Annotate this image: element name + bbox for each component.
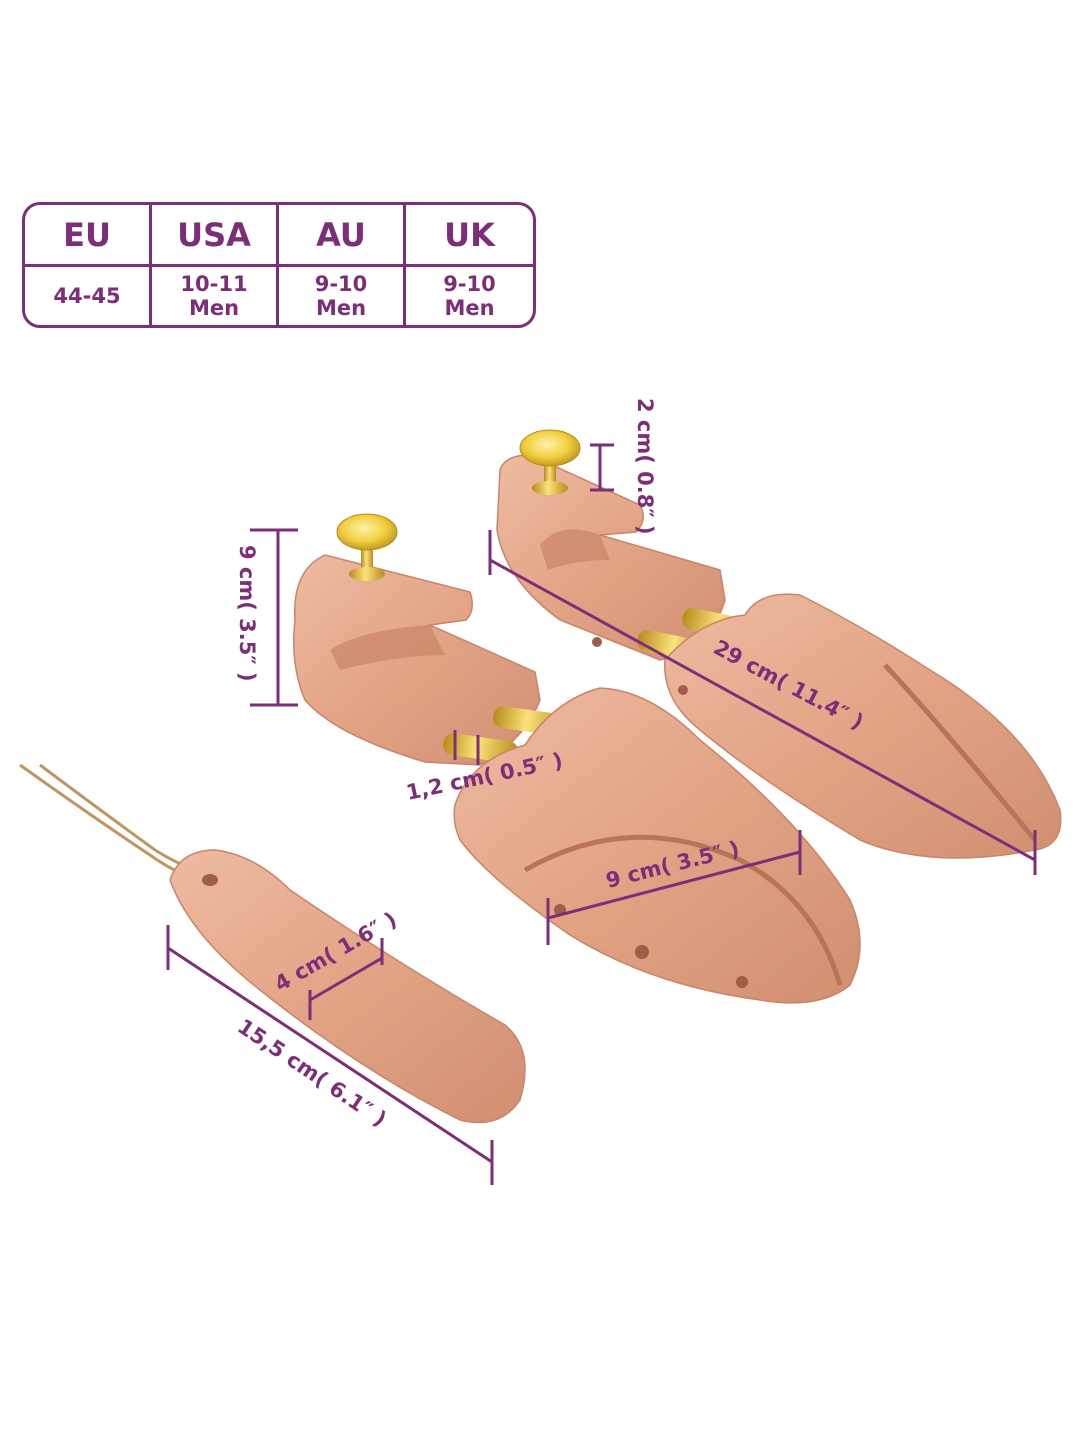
shoe-horn <box>19 763 526 1124</box>
shoe-tree-left-heel-slot <box>330 625 445 670</box>
shoe-tree-right-vent-hole <box>592 637 602 647</box>
size-value-usa: 10-11 Men <box>152 267 279 325</box>
shoe-tree-right-heel-slot <box>540 529 610 570</box>
shoe-tree-left-toe <box>453 687 861 1004</box>
knob-icon <box>519 429 581 495</box>
size-value-uk: 9-10 Men <box>443 272 496 320</box>
dim-horn-length <box>166 925 494 1185</box>
dim-toe-width <box>546 830 802 945</box>
shoe-horn-string <box>39 763 213 874</box>
size-value-eu: 44-45 <box>25 267 152 325</box>
shoe-tree-right-toe <box>664 593 1062 859</box>
size-chart-table: EU USA AU UK 44-45 10-11 Men 9-10 Men 9-… <box>22 202 536 328</box>
shoe-tree-right <box>496 429 1062 859</box>
shoe-tree-right-toe-split <box>883 663 1037 842</box>
shoe-tree-left-vent-hole <box>635 945 649 959</box>
size-header-uk: UK <box>406 205 533 267</box>
dim-horn-width <box>308 938 384 1020</box>
shoe-tree-left-toe-split <box>523 834 843 986</box>
shoe-tree-left-heel <box>293 554 541 766</box>
dim-rod-diameter <box>453 730 480 765</box>
knob-icon <box>336 513 398 581</box>
size-header-au: AU <box>279 205 406 267</box>
dim-total-length <box>488 530 1037 875</box>
label-knob-height: 2 cm( 0.8″ ) <box>633 398 657 535</box>
size-value-au: 9-10 Men <box>279 267 406 325</box>
dim-heel-height <box>250 528 298 707</box>
shoe-tree-left-vent-hole <box>736 976 748 988</box>
shoe-tree-left <box>293 513 861 1004</box>
shoe-horn-hole <box>202 874 218 886</box>
size-header-eu: EU <box>25 205 152 267</box>
label-heel-height: 9 cm( 3.5″ ) <box>235 545 259 682</box>
shoe-tree-right-vent-hole <box>678 685 688 695</box>
dim-knob-height <box>590 443 614 492</box>
shoe-horn-body <box>169 849 526 1124</box>
size-header-usa: USA <box>152 205 279 267</box>
